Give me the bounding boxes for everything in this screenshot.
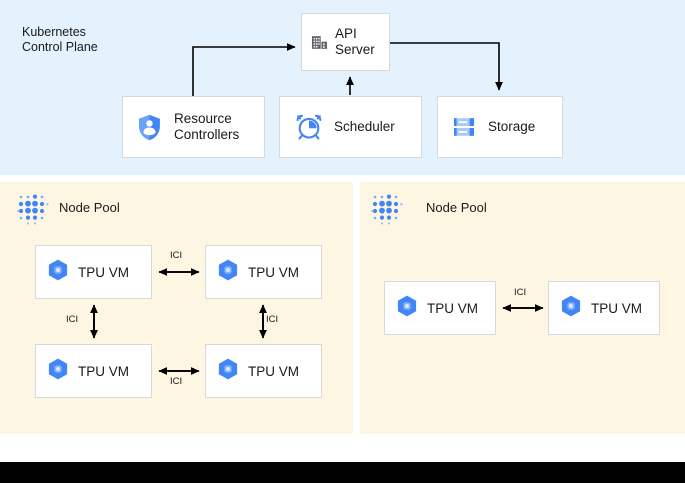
- tpu-hexagon-icon: [397, 295, 417, 322]
- tpu-vm-label-3: TPU VM: [78, 363, 130, 379]
- control-plane-title-line1: Kubernetes: [22, 25, 86, 39]
- scheduler-box[interactable]: Scheduler: [279, 96, 422, 158]
- api-server-box[interactable]: API Server: [301, 13, 390, 71]
- api-server-label-line1: API: [335, 26, 357, 41]
- scheduler-label: Scheduler: [334, 119, 395, 134]
- tpu-hexagon-icon: [561, 295, 581, 322]
- shield-person-icon: [137, 114, 162, 141]
- server-storage-icon: [452, 115, 476, 139]
- tpu-vm-label-6: TPU VM: [591, 300, 643, 316]
- resource-controllers-box[interactable]: Resource Controllers: [122, 96, 265, 158]
- tpu-vm-label-5: TPU VM: [427, 300, 479, 316]
- resource-controllers-label-line1: Resource: [174, 111, 232, 126]
- ici-label-right: ICI: [514, 287, 527, 298]
- control-plane-title-line2: Control Plane: [22, 40, 98, 54]
- tpu-vm-box-6[interactable]: TPU VM: [548, 281, 660, 335]
- tpu-vm-box-2[interactable]: TPU VM: [205, 245, 322, 299]
- dot-grid-icon: [17, 193, 49, 230]
- tpu-vm-label-2: TPU VM: [248, 264, 300, 280]
- tpu-vm-box-4[interactable]: TPU VM: [205, 344, 322, 398]
- dot-grid-icon: [371, 193, 403, 230]
- node-pool-right-title: Node Pool: [426, 200, 487, 215]
- bottom-bar: [0, 462, 685, 483]
- resource-controllers-label-line2: Controllers: [174, 127, 240, 142]
- tpu-vm-box-1[interactable]: TPU VM: [35, 245, 152, 299]
- control-plane-title: Kubernetes Control Plane: [22, 25, 182, 55]
- tpu-hexagon-icon: [48, 259, 68, 286]
- alarm-clock-icon: [296, 114, 322, 140]
- tpu-vm-label-4: TPU VM: [248, 363, 300, 379]
- tpu-hexagon-icon: [218, 259, 238, 286]
- storage-box[interactable]: Storage: [437, 96, 563, 158]
- api-server-label-line2: Server: [335, 42, 375, 57]
- tpu-hexagon-icon: [218, 358, 238, 385]
- building-icon: [310, 33, 329, 52]
- tpu-vm-box-5[interactable]: TPU VM: [384, 281, 496, 335]
- resource-controllers-label: Resource Controllers: [174, 111, 239, 143]
- ici-label-left-vert-2: ICI: [266, 314, 279, 325]
- tpu-vm-box-3[interactable]: TPU VM: [35, 344, 152, 398]
- tpu-vm-label-1: TPU VM: [78, 264, 130, 280]
- ici-label-left-top: ICI: [170, 250, 183, 261]
- tpu-hexagon-icon: [48, 358, 68, 385]
- ici-label-left-bottom: ICI: [170, 376, 183, 387]
- node-pool-left-title: Node Pool: [59, 200, 120, 215]
- ici-label-left-vert-1: ICI: [66, 314, 79, 325]
- storage-label: Storage: [488, 119, 536, 134]
- api-server-label: API Server: [335, 26, 375, 58]
